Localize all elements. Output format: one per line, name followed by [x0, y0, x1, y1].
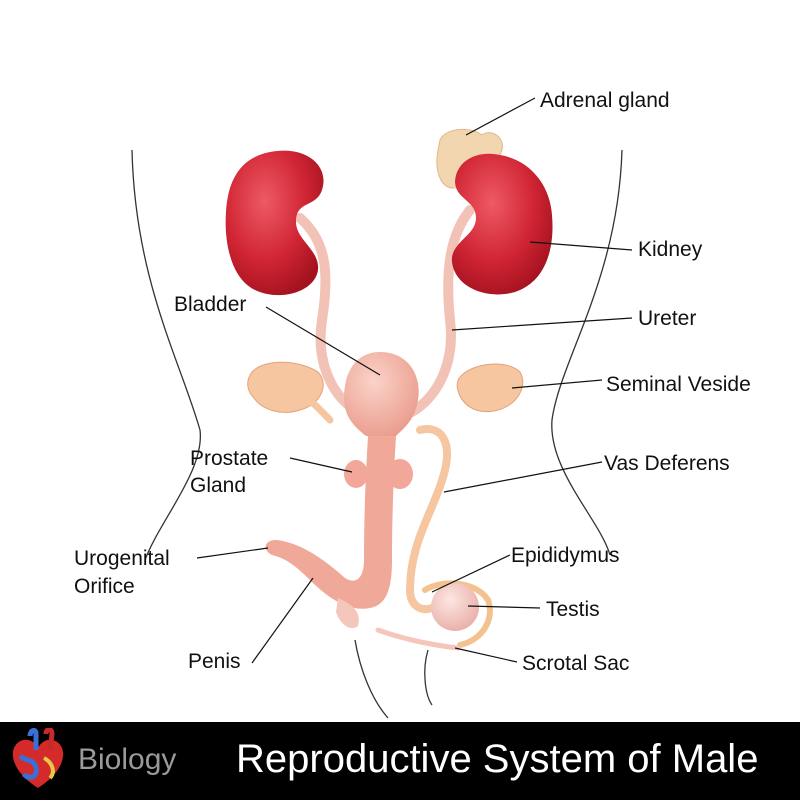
kidney-right	[451, 153, 553, 295]
label-bladder: Bladder	[174, 293, 247, 316]
label-vas-deferens: Vas Deferens	[604, 452, 730, 475]
label-epididymus: Epididymus	[511, 544, 620, 567]
prostate-right	[387, 459, 413, 489]
anatomy-diagram	[131, 97, 633, 719]
ureter-right	[407, 205, 475, 417]
urethra-shape	[265, 436, 396, 609]
label-penis: Penis	[188, 650, 241, 673]
kidney-left	[225, 150, 324, 296]
label-urogenital-line2: Orifice	[74, 575, 135, 598]
label-testis: Testis	[546, 598, 600, 621]
label-urogenital-line1: Urogenital	[74, 547, 170, 570]
heart-icon	[12, 728, 64, 788]
label-prostate-line1: Prostate	[190, 447, 269, 470]
leg-outline-left	[354, 639, 389, 719]
scrotal-line	[375, 627, 461, 651]
ureter-left	[295, 213, 363, 417]
footer-bar: Biology Reproductive System of Male	[0, 722, 800, 800]
footer-subject: Biology	[78, 743, 177, 776]
label-adrenal-gland: Adrenal gland	[540, 89, 670, 112]
label-prostate-line2: Gland	[190, 474, 247, 497]
bladder-shape	[344, 352, 419, 436]
testis-shape	[431, 583, 479, 631]
vas-deferens-left	[296, 391, 334, 424]
label-kidney: Kidney	[638, 238, 703, 261]
vas-deferens-right	[405, 425, 451, 613]
label-seminal-vesicle: Seminal Veside	[606, 373, 751, 396]
glans-shape	[336, 598, 359, 629]
body-outline-right	[551, 149, 623, 556]
label-scrotal-sac: Scrotal Sac	[522, 652, 630, 675]
leader-lines	[196, 97, 633, 664]
prostate-left	[344, 460, 368, 488]
leg-outline-right	[424, 649, 433, 706]
footer-title: Reproductive System of Male	[236, 737, 759, 781]
scrotal-sac-shape	[422, 580, 493, 648]
label-ureter: Ureter	[638, 307, 697, 330]
seminal-vesicle-right	[456, 363, 524, 413]
body-outline-left	[131, 149, 201, 561]
